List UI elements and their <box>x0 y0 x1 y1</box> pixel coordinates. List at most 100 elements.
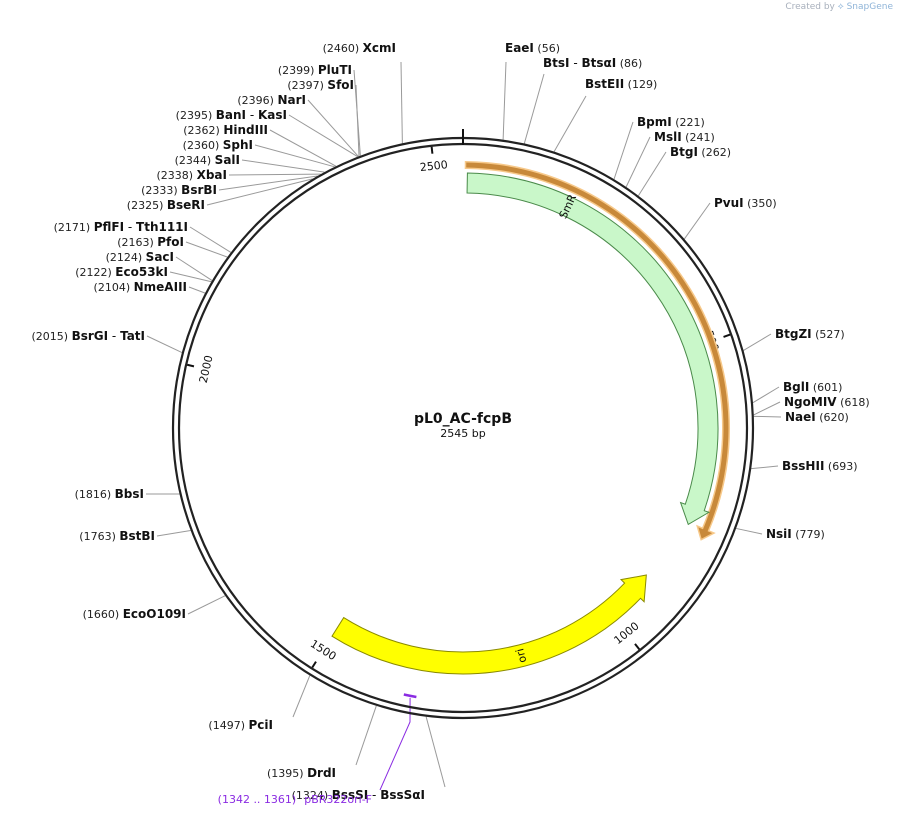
site-name: NsiI <box>766 527 792 541</box>
site-label[interactable]: BtgZI (527) <box>775 327 845 341</box>
site-position: (2015) <box>31 330 71 343</box>
site-label[interactable]: (2362) HindIII <box>183 123 268 137</box>
primer-label[interactable]: (1342 .. 1361)pBR322ori-F <box>218 793 372 806</box>
site-leader-line <box>189 226 232 253</box>
site-name: HindIII <box>223 123 268 137</box>
site-label[interactable]: (2396) NarI <box>237 93 306 107</box>
site-name: TatI <box>120 329 145 343</box>
site-position: (2395) <box>176 109 216 122</box>
site-name: SacI <box>146 250 174 264</box>
site-separator: - <box>124 220 136 234</box>
site-name: BtgZI <box>775 327 812 341</box>
site-leader-line <box>292 675 311 718</box>
site-label[interactable]: (2325) BseRI <box>127 198 205 212</box>
site-leader-lines <box>145 61 782 791</box>
site-name: NmeAIII <box>134 280 187 294</box>
smr-feature-arrow <box>466 172 719 526</box>
tick-mark <box>311 661 317 669</box>
site-name: EcoO109I <box>123 607 186 621</box>
site-name: KasI <box>258 108 287 122</box>
site-name: SfoI <box>327 78 354 92</box>
site-label[interactable]: (1816) BbsI <box>75 487 144 501</box>
site-label[interactable]: BpmI (221) <box>637 115 705 129</box>
site-label[interactable]: BssHII (693) <box>782 459 857 473</box>
site-label[interactable]: PvuI (350) <box>714 196 777 210</box>
site-label[interactable]: (2397) SfoI <box>287 78 354 92</box>
site-name: BssSI <box>332 788 369 802</box>
primer-arrow <box>403 693 417 699</box>
site-label[interactable]: NsiI (779) <box>766 527 825 541</box>
site-name: SalI <box>215 153 240 167</box>
site-leader-line <box>613 121 634 180</box>
site-position: (779) <box>792 528 825 541</box>
site-leader-line <box>753 401 781 416</box>
site-label[interactable]: (1660) EcoO109I <box>83 607 186 621</box>
site-label[interactable]: (2344) SalI <box>175 153 240 167</box>
site-position: (129) <box>624 78 657 91</box>
site-label[interactable]: (2122) Eco53kI <box>75 265 168 279</box>
site-label[interactable]: (2171) PflFI - Tth111I <box>54 220 188 234</box>
tick-label: 2500 <box>419 158 448 174</box>
site-position: (1324) <box>292 789 332 802</box>
site-separator: - <box>570 56 582 70</box>
site-leader-line <box>751 465 779 470</box>
site-name: BanI <box>216 108 246 122</box>
site-label[interactable]: NaeI (620) <box>785 410 849 424</box>
site-name: NarI <box>277 93 306 107</box>
site-position: (350) <box>744 197 777 210</box>
site-leader-line <box>254 144 335 168</box>
site-leader-line <box>553 95 587 152</box>
site-label[interactable]: EaeI (56) <box>505 41 560 55</box>
tick-label: 1000 <box>612 619 642 647</box>
site-label[interactable]: (2395) BanI - KasI <box>176 108 287 122</box>
site-label[interactable]: (2163) PfoI <box>117 235 184 249</box>
site-leader-line <box>146 335 183 353</box>
site-label[interactable]: (2124) SacI <box>106 250 174 264</box>
site-position: (241) <box>682 131 715 144</box>
site-label[interactable]: (2399) PluTI <box>278 63 352 77</box>
site-name: BpmI <box>637 115 672 129</box>
site-label[interactable]: (1497) PciI <box>208 718 273 732</box>
site-label[interactable]: (1763) BstBI <box>79 529 155 543</box>
site-name: NgoMIV <box>784 395 837 409</box>
site-label[interactable]: (2104) NmeAIII <box>94 280 187 294</box>
site-leader-line <box>175 256 213 281</box>
site-position: (86) <box>616 57 642 70</box>
site-name: Tth111I <box>136 220 188 234</box>
site-label[interactable]: (2333) BsrBI <box>141 183 217 197</box>
site-label[interactable]: (2338) XbaI <box>157 168 227 182</box>
site-leader-line <box>502 61 507 140</box>
site-label[interactable]: (2015) BsrGI - TatI <box>31 329 145 343</box>
site-position: (1763) <box>79 530 119 543</box>
site-leader-line <box>355 705 377 766</box>
plasmid-backbone <box>171 129 755 720</box>
site-label[interactable]: BstEII (129) <box>585 77 657 91</box>
site-label[interactable]: BglI (601) <box>783 380 842 394</box>
site-name: BsrBI <box>181 183 217 197</box>
site-leader-line <box>169 271 212 283</box>
site-label[interactable]: MslI (241) <box>654 130 715 144</box>
site-position: (2163) <box>117 236 157 249</box>
orf-arrow <box>464 161 730 541</box>
credit-prefix: Created by <box>785 2 835 12</box>
site-labels: (2460) XcmI(2399) PluTI(2397) SfoI(2396)… <box>31 41 869 806</box>
site-position: (2397) <box>287 79 327 92</box>
ori-feature-arrow <box>331 574 647 675</box>
site-label[interactable]: (1395) DrdI <box>267 766 336 780</box>
site-label[interactable]: NgoMIV (618) <box>784 395 870 409</box>
site-label[interactable]: (1324) BssSI - BssSαI <box>292 788 425 802</box>
site-label[interactable]: (2460) XcmI <box>323 41 396 55</box>
site-position: (527) <box>812 328 845 341</box>
site-label[interactable]: BtgI (262) <box>670 145 731 159</box>
site-leader-line <box>206 178 313 206</box>
site-name: PluTI <box>318 63 352 77</box>
site-leader-line <box>307 99 359 157</box>
site-leader-line <box>185 241 228 258</box>
site-label[interactable]: BtsI - BtsαI (86) <box>543 56 642 70</box>
site-name: BtsαI <box>581 56 616 70</box>
site-label[interactable]: (2360) SphI <box>183 138 253 152</box>
site-name: BglI <box>783 380 809 394</box>
site-name: BstBI <box>119 529 155 543</box>
site-position: (2338) <box>157 169 197 182</box>
